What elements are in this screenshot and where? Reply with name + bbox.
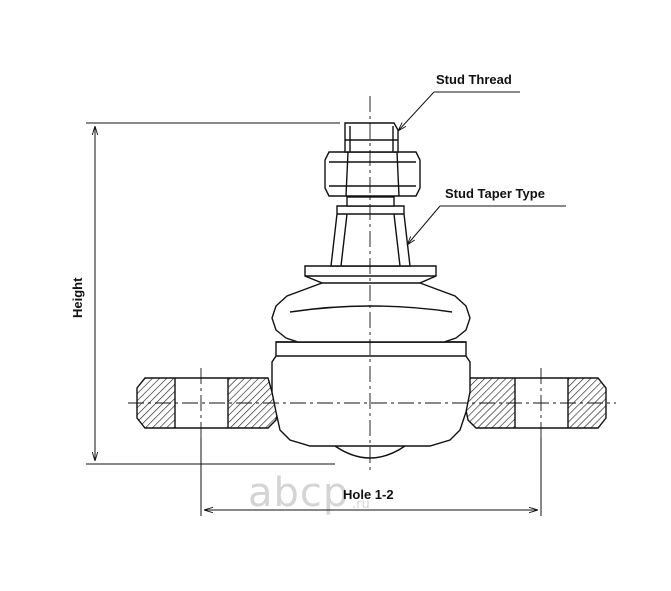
hole-dimension <box>200 438 542 516</box>
taper-stud <box>330 205 411 267</box>
hex-nut <box>324 151 421 197</box>
hole-label: Hole 1-2 <box>343 487 394 502</box>
center-lines <box>128 96 616 470</box>
height-dimension <box>86 122 340 465</box>
stud-taper-leader <box>407 205 566 245</box>
stud-taper-label: Stud Taper Type <box>445 186 545 201</box>
stud-thread-label: Stud Thread <box>436 72 512 87</box>
watermark-brand: abcp <box>248 470 349 516</box>
joint-body <box>271 122 471 459</box>
height-label: Height <box>70 277 85 318</box>
washer <box>346 196 395 207</box>
stud-thread-leader <box>398 91 520 131</box>
housing <box>271 341 471 447</box>
stud-thread-end <box>344 122 399 153</box>
dust-boot <box>271 265 471 343</box>
